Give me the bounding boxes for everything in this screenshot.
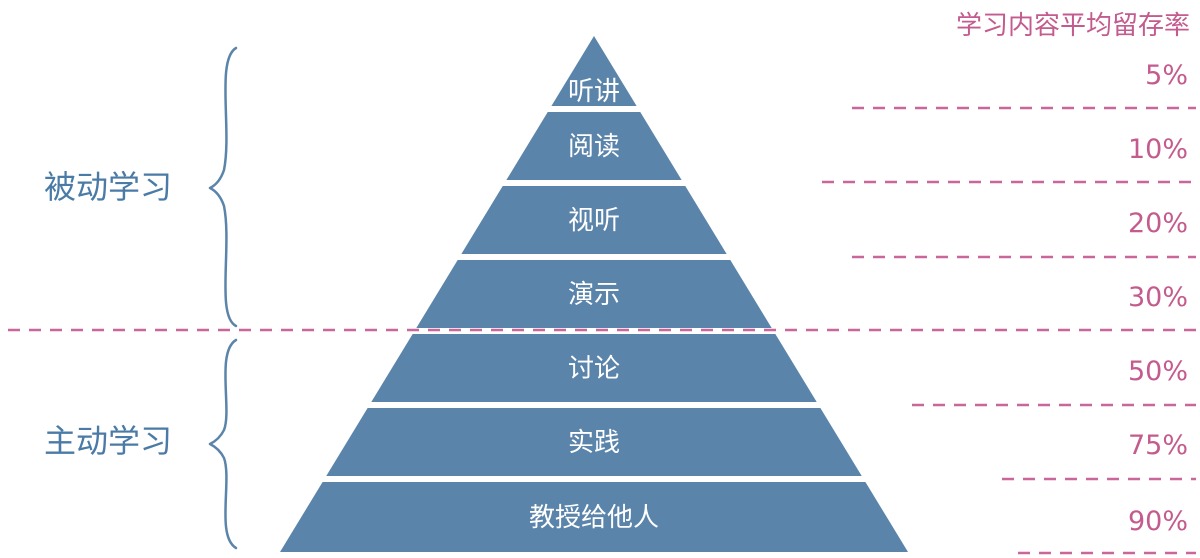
pyramid-layer-audiovisual — [461, 186, 727, 254]
brace-passive — [208, 46, 238, 328]
pyramid-layer-discussion — [371, 334, 817, 402]
layer-label-practice: 实践 — [568, 428, 620, 458]
rate-audiovisual: 20% — [1128, 208, 1188, 239]
layer-label-demonstration: 演示 — [568, 280, 620, 310]
rate-discussion: 50% — [1128, 356, 1188, 387]
layer-label-reading: 阅读 — [568, 132, 620, 162]
rate-reading: 10% — [1128, 134, 1188, 165]
brace-active — [208, 338, 238, 550]
rate-teach-others: 90% — [1128, 506, 1188, 537]
pyramid-layer-demonstration — [416, 260, 772, 328]
group-label-active: 主动学习 — [44, 422, 172, 460]
layer-label-audiovisual: 视听 — [568, 206, 620, 236]
rate-demonstration: 30% — [1128, 282, 1188, 313]
group-label-passive: 被动学习 — [44, 168, 172, 206]
pyramid-layer-practice — [326, 408, 862, 476]
layer-label-teach-others: 教授给他人 — [529, 503, 659, 533]
pyramid-layer-teach-others — [280, 482, 908, 552]
pyramid-layer-reading — [506, 112, 682, 180]
rate-lecture: 5% — [1145, 60, 1188, 91]
rate-practice: 75% — [1128, 430, 1188, 461]
layer-label-lecture: 听讲 — [568, 77, 620, 107]
retention-rate-header: 学习内容平均留存率 — [956, 11, 1190, 41]
layer-label-discussion: 讨论 — [568, 354, 620, 384]
pyramid-layer-lecture — [551, 36, 637, 106]
